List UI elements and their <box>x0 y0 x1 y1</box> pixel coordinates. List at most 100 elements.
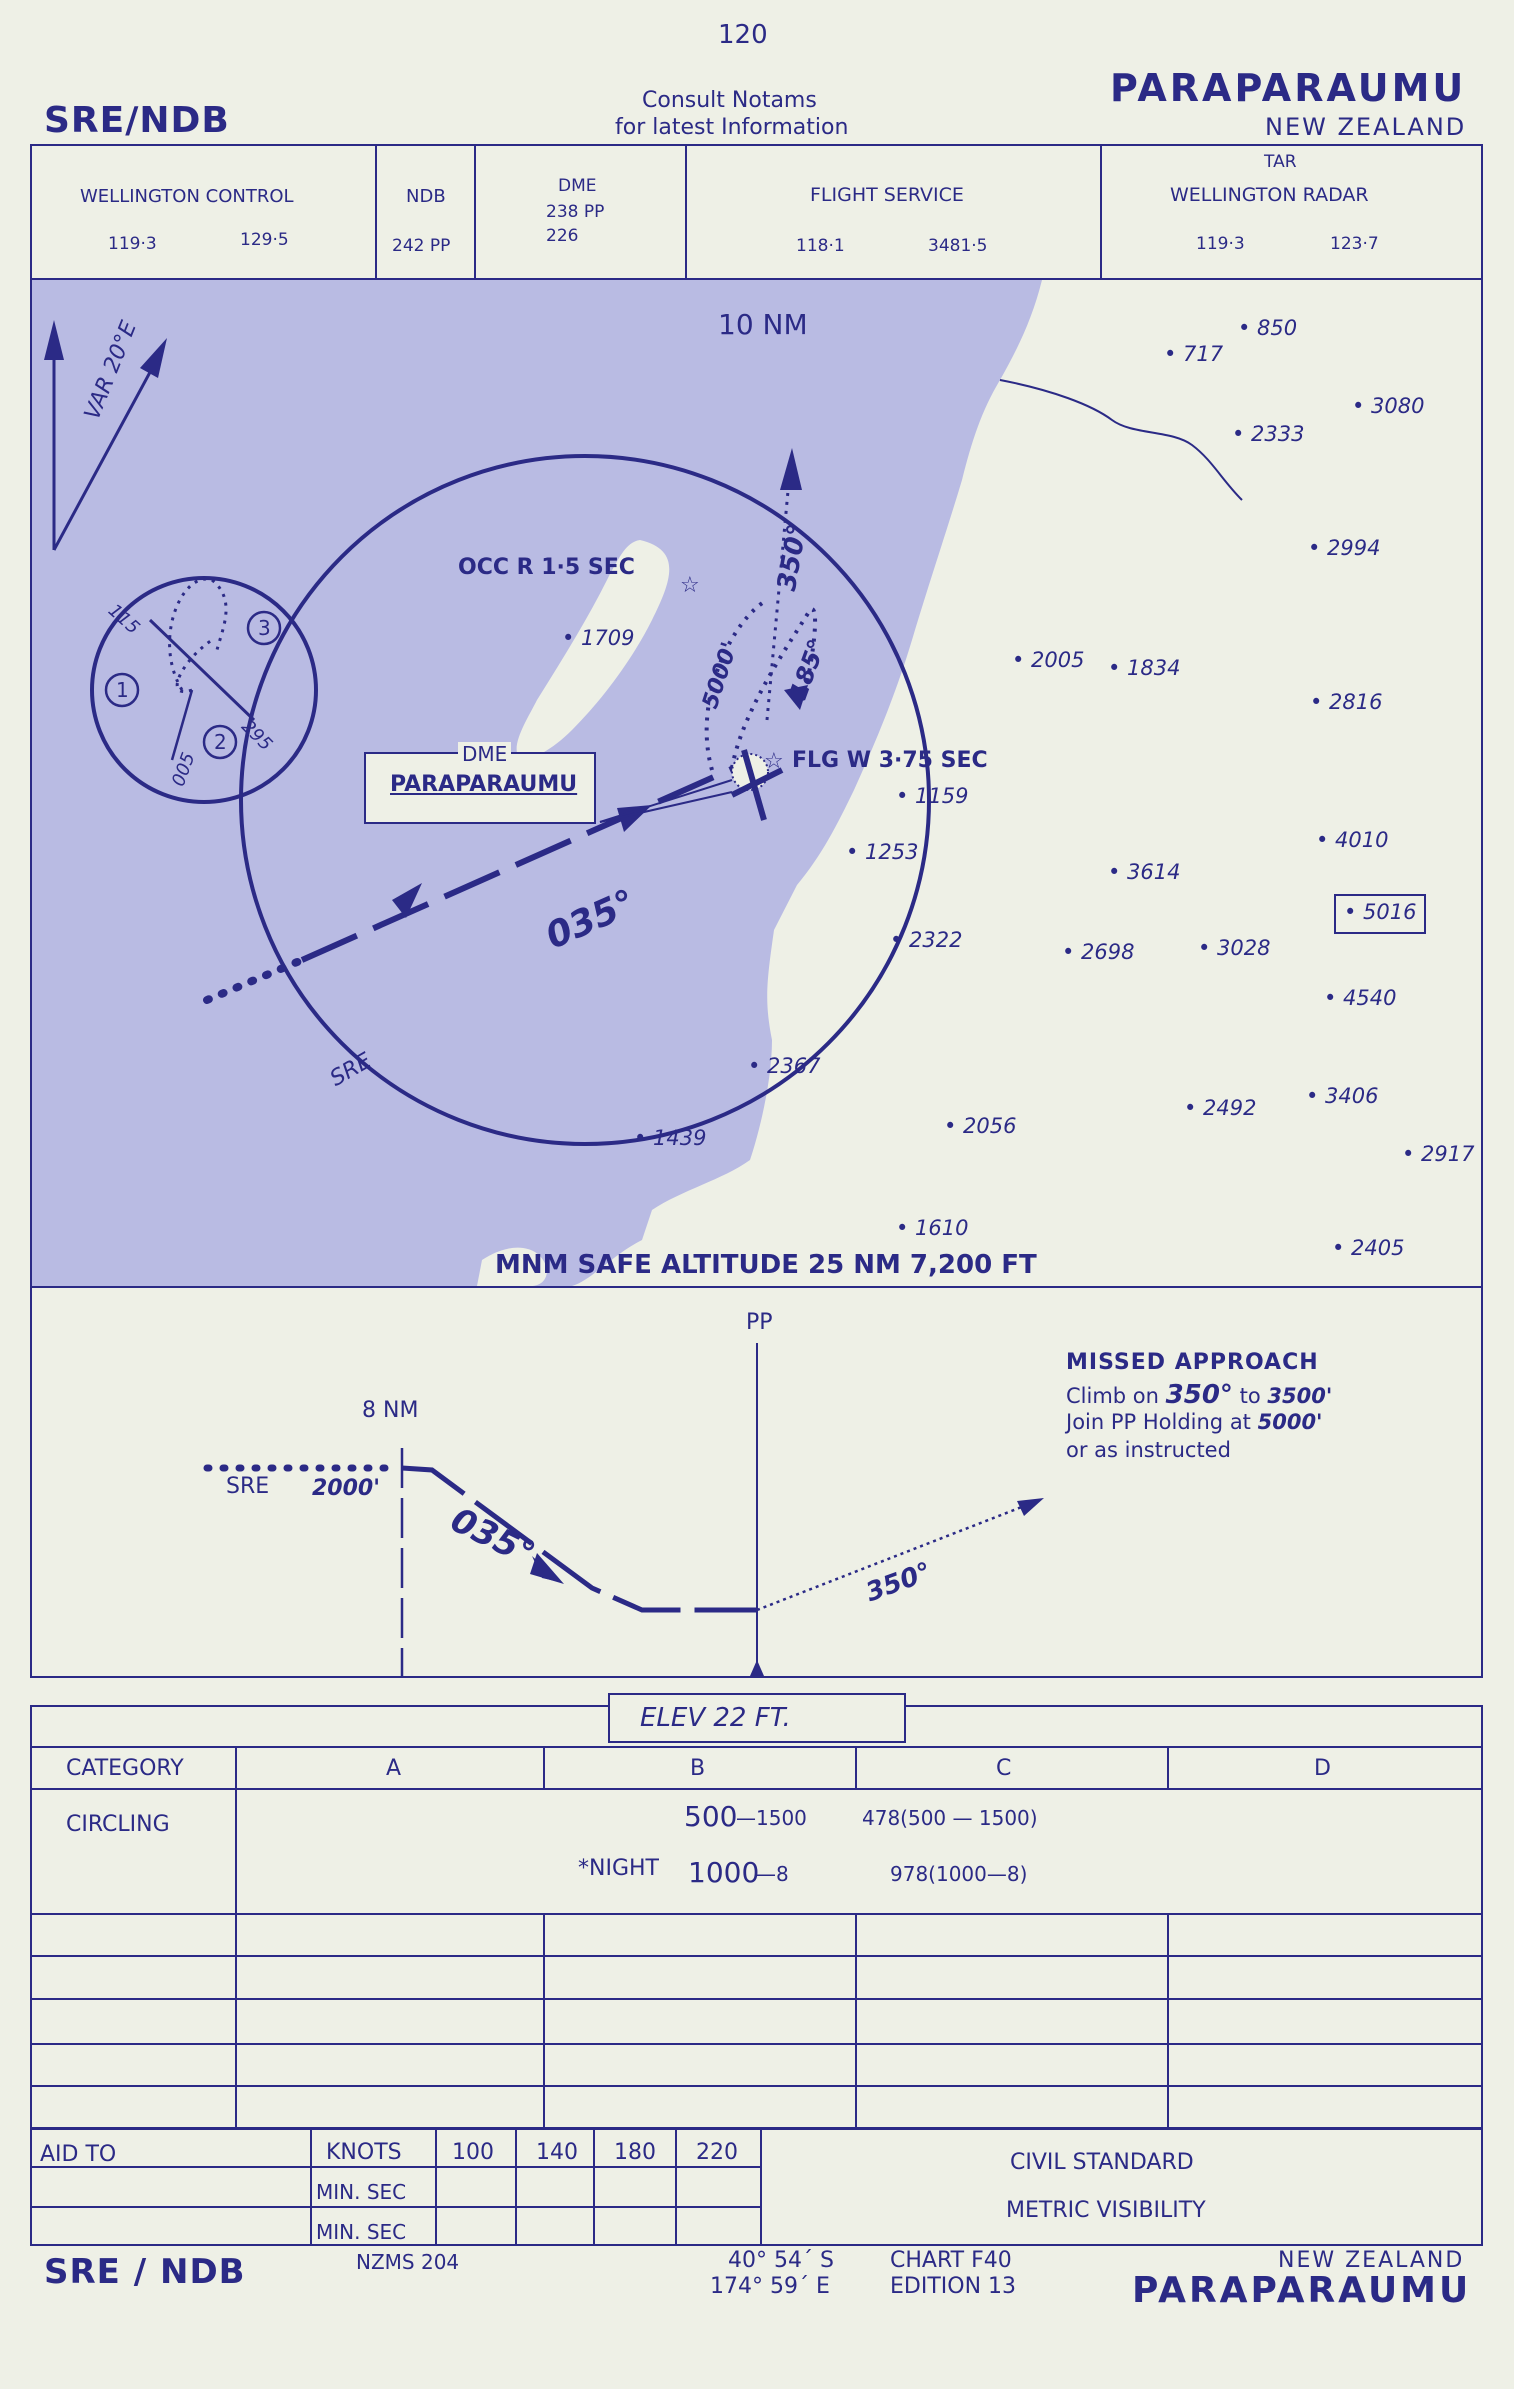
dme-box-title: DME <box>458 742 512 766</box>
circling-day-vis: —1500 <box>736 1806 807 1830</box>
kapiti-island <box>516 540 670 760</box>
footer-edition: EDITION 13 <box>890 2274 1017 2299</box>
profile-fix-label: 8 NM <box>362 1398 419 1423</box>
speed-100: 100 <box>452 2140 494 2165</box>
minima-header-b: B <box>690 1756 706 1781</box>
minima-header-d: D <box>1314 1756 1331 1781</box>
freq-wellington-control-f2: 129·5 <box>240 230 289 250</box>
spot-height: • 2005 <box>1012 648 1085 672</box>
freq-radar-f2: 123·7 <box>1330 234 1379 254</box>
spot-height: • 2367 <box>748 1054 821 1078</box>
msa-label: MNM SAFE ALTITUDE 25 NM 7,200 FT <box>495 1250 1037 1280</box>
spot-height: • 4540 <box>1324 986 1397 1010</box>
aid-table-frame <box>30 2128 1483 2246</box>
minima-table-frame <box>30 1705 1483 2129</box>
flg-light-star: ☆ <box>764 749 784 774</box>
circling-label: CIRCLING <box>66 1812 170 1837</box>
spot-height: • 1610 <box>896 1216 969 1240</box>
spot-height: • 2333 <box>1232 422 1305 446</box>
procedure-title: SRE/NDB <box>44 100 230 141</box>
dme-box-name: PARAPARAUMU <box>390 772 578 797</box>
freq-flight-service-f2: 3481·5 <box>928 236 988 256</box>
speed-180: 180 <box>614 2140 656 2165</box>
holding-sector2: 2 <box>214 730 227 754</box>
freq-dme-f1: 238 PP <box>546 202 605 222</box>
profile-drawing <box>203 1343 1044 1678</box>
freq-dme-f2: 226 <box>546 226 579 246</box>
magnetic-north-arrow <box>140 338 167 378</box>
elevation-box <box>608 1693 906 1743</box>
spot-height: • 2405 <box>1332 1236 1405 1260</box>
holding-sector1: 1 <box>116 678 129 702</box>
freq-tar-title: TAR <box>1264 152 1297 172</box>
circling-night-alt: 1000 <box>688 1856 760 1889</box>
spot-height: • 1709 <box>562 626 635 650</box>
airport-title: PARAPARAUMU <box>1110 66 1467 110</box>
spot-height: • 850 <box>1238 316 1298 340</box>
holding-sector3: 3 <box>258 616 271 640</box>
footer-airport: PARAPARAUMU <box>1132 2270 1472 2311</box>
spot-height: • 2994 <box>1308 536 1381 560</box>
minima-header-a: A <box>386 1756 402 1781</box>
spot-height: • 2056 <box>944 1114 1017 1138</box>
missed-approach-line3: or as instructed <box>1066 1438 1231 1462</box>
notams-line2: for latest Information <box>615 115 849 140</box>
ring-label: 10 NM <box>718 308 808 341</box>
missed-approach-title: MISSED APPROACH <box>1066 1350 1319 1375</box>
spot-height: • 2322 <box>890 928 963 952</box>
spot-height: • 1253 <box>846 840 919 864</box>
speed-220: 220 <box>696 2140 738 2165</box>
flg-light-label: FLG W 3·75 SEC <box>792 748 988 773</box>
footer-nzms: NZMS 204 <box>356 2250 460 2274</box>
freq-wellington-control-title: WELLINGTON CONTROL <box>80 186 294 207</box>
page-number: 120 <box>718 20 768 50</box>
spot-height: • 1159 <box>896 784 969 808</box>
freq-flight-service-title: FLIGHT SERVICE <box>810 184 964 206</box>
freq-radar-title: WELLINGTON RADAR <box>1170 184 1369 206</box>
spot-height: • 717 <box>1164 342 1224 366</box>
minima-header-category: CATEGORY <box>66 1756 184 1781</box>
min-sec-row1: MIN. SEC <box>316 2180 407 2204</box>
spot-height: • 3080 <box>1352 394 1425 418</box>
civil-standard: CIVIL STANDARD <box>1010 2150 1194 2175</box>
minima-header-c: C <box>996 1756 1012 1781</box>
freq-ndb-f1: 242 PP <box>392 236 451 256</box>
spot-height: • 1439 <box>634 1126 707 1150</box>
freq-flight-service-f1: 118·1 <box>796 236 845 256</box>
footer-lat: 40° 54´ S <box>728 2248 834 2273</box>
elevation-label: ELEV 22 FT. <box>640 1703 791 1733</box>
spot-height: • 5016 <box>1344 900 1417 924</box>
missed-approach-line2: Join PP Holding at 5000' <box>1066 1410 1323 1434</box>
spot-height: • 3406 <box>1306 1084 1379 1108</box>
freq-wellington-control-f1: 119·3 <box>108 234 157 254</box>
min-sec-row2: MIN. SEC <box>316 2220 407 2244</box>
spot-height: • 2917 <box>1402 1142 1475 1166</box>
missed-approach-line1: Climb on 350° to 3500' <box>1066 1380 1333 1410</box>
profile-altitude: 2000' <box>312 1476 380 1501</box>
spot-height: • 2698 <box>1062 940 1135 964</box>
spot-height: • 3614 <box>1108 860 1181 884</box>
speed-140: 140 <box>536 2140 578 2165</box>
footer-country: NEW ZEALAND <box>1278 2248 1465 2273</box>
country-title: NEW ZEALAND <box>1265 113 1467 141</box>
occ-light-label: OCC R 1·5 SEC <box>458 555 635 580</box>
footer-lon: 174° 59´ E <box>710 2274 830 2299</box>
profile-station-label: PP <box>746 1310 773 1335</box>
circling-night-vis: —8 <box>756 1862 789 1886</box>
knots-label: KNOTS <box>326 2140 402 2165</box>
profile-sre-label: SRE <box>226 1474 270 1499</box>
spot-height: • 3028 <box>1198 936 1271 960</box>
spot-height: • 2816 <box>1310 690 1383 714</box>
spot-height: • 2492 <box>1184 1096 1257 1120</box>
aid-to-label: AID TO <box>40 2142 117 2167</box>
spot-height: • 4010 <box>1316 828 1389 852</box>
spot-height: • 1834 <box>1108 656 1181 680</box>
river-line <box>999 379 1243 501</box>
occ-light-star: ☆ <box>680 573 700 598</box>
true-north-arrow <box>44 320 64 360</box>
footer-procedure: SRE / NDB <box>44 2252 246 2292</box>
circling-day-alt: 500 <box>684 1800 738 1833</box>
notams-line1: Consult Notams <box>642 88 817 113</box>
freq-ndb-title: NDB <box>406 186 446 207</box>
night-label: *NIGHT <box>578 1856 659 1881</box>
